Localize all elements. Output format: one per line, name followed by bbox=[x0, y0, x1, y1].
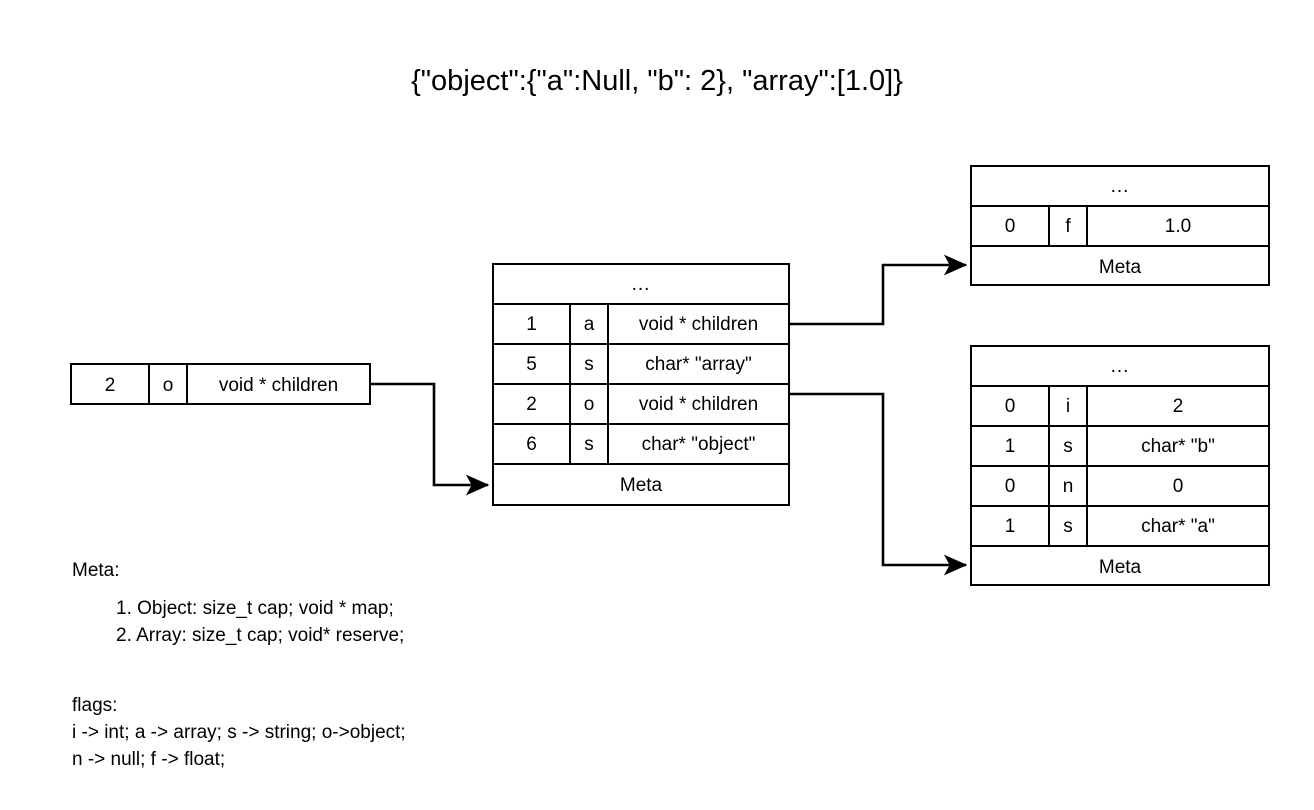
row-flag: a bbox=[571, 305, 609, 343]
row-flag: s bbox=[1050, 507, 1088, 545]
row-flag: f bbox=[1050, 207, 1088, 245]
meta-label: Meta bbox=[619, 474, 663, 496]
flags-legend-line: n -> null; f -> float; bbox=[72, 749, 226, 770]
table-footer-row: Meta bbox=[972, 247, 1268, 287]
row-value: 2 bbox=[1172, 395, 1184, 417]
table-footer-row: Meta bbox=[972, 547, 1268, 587]
table-row: 1 s char* "b" bbox=[972, 427, 1268, 467]
list-item: 1. Object: size_t cap; void * map; bbox=[116, 598, 394, 619]
row-flag: i bbox=[1050, 387, 1088, 425]
row-value: void * children bbox=[638, 313, 759, 335]
table-header-row: ... bbox=[972, 347, 1268, 387]
table-row: 1 s char* "a" bbox=[972, 507, 1268, 547]
table-header-row: ... bbox=[494, 265, 788, 305]
ellipsis-label: ... bbox=[631, 273, 651, 295]
page-title: {"object":{"a":Null, "b": 2}, "array":[1… bbox=[411, 65, 903, 97]
ellipsis-label: ... bbox=[1110, 175, 1130, 197]
row-value: char* "b" bbox=[1141, 435, 1215, 457]
table-row: 0 n 0 bbox=[972, 467, 1268, 507]
row-value: void * children bbox=[218, 374, 339, 396]
table-row: 2 o void * children bbox=[72, 365, 369, 405]
row-value: char* "array" bbox=[645, 353, 752, 375]
row-index: 6 bbox=[494, 425, 571, 463]
table-row: 0 i 2 bbox=[972, 387, 1268, 427]
object-children-node[interactable]: ... 0 i 2 1 s char* "b" 0 n 0 1 s char* … bbox=[970, 345, 1270, 586]
row-index: 0 bbox=[972, 467, 1050, 505]
row-flag: n bbox=[1050, 467, 1088, 505]
root-object-node[interactable]: 2 o void * children bbox=[70, 363, 371, 405]
row-value: char* "object" bbox=[641, 433, 756, 455]
row-index: 1 bbox=[972, 507, 1050, 545]
row-value: void * children bbox=[638, 393, 759, 415]
children-array-node[interactable]: ... 1 a void * children 5 s char* "array… bbox=[492, 263, 790, 506]
row-index: 0 bbox=[972, 387, 1050, 425]
meta-legend-title: Meta: bbox=[72, 560, 120, 581]
flags-legend-title: flags: bbox=[72, 695, 118, 716]
row-value: 0 bbox=[1172, 475, 1184, 497]
row-value: 1.0 bbox=[1164, 215, 1192, 237]
connector-root-to-center bbox=[371, 382, 490, 496]
connector-center-to-array bbox=[790, 254, 968, 326]
table-header-row: ... bbox=[972, 167, 1268, 207]
ellipsis-label: ... bbox=[1110, 355, 1130, 377]
table-row: 0 f 1.0 bbox=[972, 207, 1268, 247]
row-index: 0 bbox=[972, 207, 1050, 245]
row-value: char* "a" bbox=[1141, 515, 1215, 537]
table-row: 1 a void * children bbox=[494, 305, 788, 345]
row-index: 1 bbox=[494, 305, 571, 343]
meta-legend-list: 1. Object: size_t cap; void * map; 2. Ar… bbox=[72, 596, 404, 648]
row-index: 1 bbox=[972, 427, 1050, 465]
row-index: 2 bbox=[494, 385, 571, 423]
flags-legend-line: i -> int; a -> array; s -> string; o->ob… bbox=[72, 722, 406, 743]
row-flag: o bbox=[150, 365, 188, 405]
table-row: 5 s char* "array" bbox=[494, 345, 788, 385]
row-flag: s bbox=[1050, 427, 1088, 465]
row-flag: s bbox=[571, 345, 609, 383]
row-flag: s bbox=[571, 425, 609, 463]
meta-label: Meta bbox=[1098, 256, 1142, 278]
row-index: 5 bbox=[494, 345, 571, 383]
row-index: 2 bbox=[72, 365, 150, 405]
table-row: 2 o void * children bbox=[494, 385, 788, 425]
array-children-node[interactable]: ... 0 f 1.0 Meta bbox=[970, 165, 1270, 286]
row-flag: o bbox=[571, 385, 609, 423]
table-footer-row: Meta bbox=[494, 465, 788, 505]
meta-legend: Meta: 1. Object: size_t cap; void * map;… bbox=[72, 558, 404, 650]
flags-legend: flags: i -> int; a -> array; s -> string… bbox=[72, 692, 406, 773]
table-row: 6 s char* "object" bbox=[494, 425, 788, 465]
meta-label: Meta bbox=[1098, 556, 1142, 578]
list-item: 2. Array: size_t cap; void* reserve; bbox=[116, 625, 405, 646]
connector-center-to-object bbox=[790, 392, 968, 576]
